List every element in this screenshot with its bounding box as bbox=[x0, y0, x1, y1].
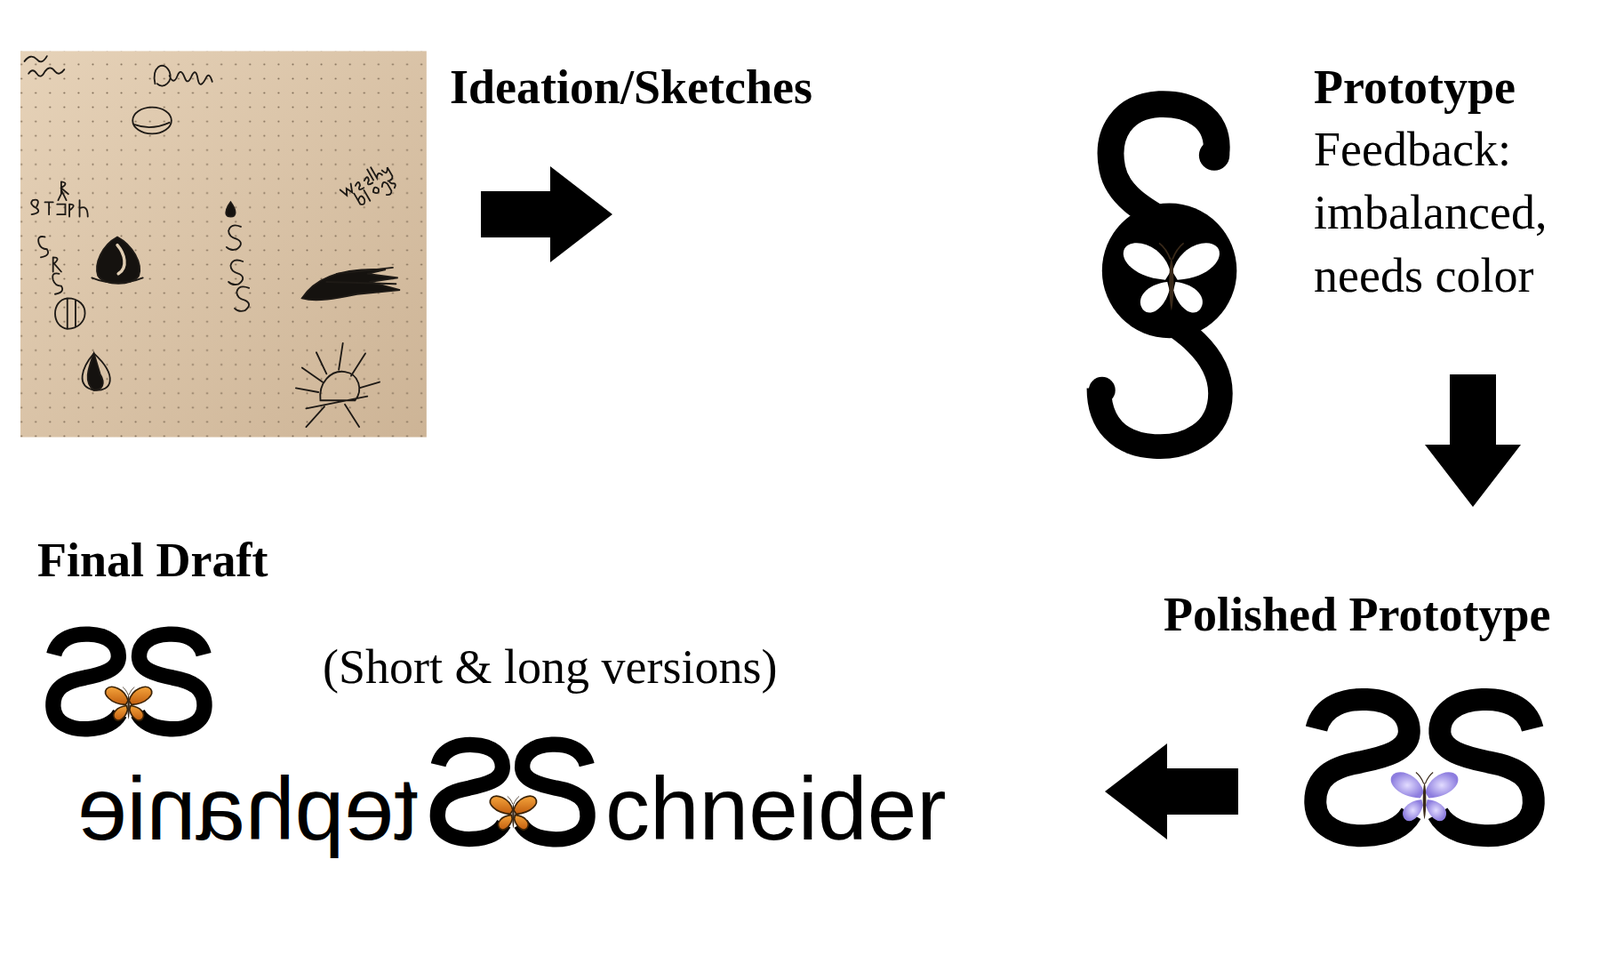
sketch-photo-part-part bbox=[91, 277, 143, 283]
long-ss-logo-mark-part bbox=[489, 795, 536, 830]
sketch-photo-part-part bbox=[296, 343, 380, 427]
polished-ss-logo-part bbox=[1315, 698, 1412, 835]
long-ss-logo-mark-part bbox=[520, 744, 588, 840]
sketch-photo-part-part bbox=[132, 107, 172, 135]
sketch-photo-part-part-part bbox=[337, 160, 400, 215]
long-ss-logo-mark-part bbox=[437, 744, 504, 839]
sketch-photo-part-part bbox=[302, 269, 400, 300]
sketch-photo-part-part bbox=[225, 201, 235, 216]
sketch-photo-part-part bbox=[31, 181, 88, 216]
stage-node: Final Draft (Short & long versions) bbox=[37, 531, 782, 699]
sketch-photo-part-part bbox=[88, 352, 104, 390]
stage-heading: Final Draft bbox=[37, 531, 268, 589]
sketch-photo-part bbox=[20, 50, 427, 437]
sketch-photo bbox=[20, 50, 427, 437]
sketch-photo-part-part bbox=[226, 224, 249, 311]
sketch-photo-part-part bbox=[55, 297, 86, 328]
polished-ss-logo-part bbox=[1391, 771, 1459, 821]
sketch-photo-part-part bbox=[24, 56, 65, 76]
polished-ss-logo-part bbox=[1438, 698, 1535, 835]
sketch-photo-part-part bbox=[82, 352, 111, 391]
short-ss-logo-part bbox=[53, 633, 120, 729]
stage-heading: Polished Prototype bbox=[1163, 585, 1551, 643]
stage-heading: Ideation/Sketches bbox=[449, 58, 813, 116]
logo-word: chneider bbox=[605, 763, 947, 853]
version-note: (Short & long versions) bbox=[322, 638, 777, 696]
section-sign-logo bbox=[1088, 104, 1237, 447]
stage-heading: Prototype bbox=[1313, 58, 1572, 116]
short-ss-logo bbox=[53, 633, 205, 729]
section-sign-logo-part bbox=[1199, 139, 1230, 170]
block-arrow bbox=[480, 166, 613, 263]
sketch-photo-part bbox=[20, 50, 427, 437]
stage-node: Polished Prototype bbox=[1163, 585, 1551, 643]
sketch-photo-part bbox=[24, 56, 400, 427]
long-ss-logo-mark bbox=[437, 744, 588, 840]
section-sign-logo-part bbox=[1123, 242, 1220, 312]
sketch-photo-part-part bbox=[117, 245, 125, 274]
block-arrow bbox=[1424, 374, 1521, 507]
logo-word-mirrored: tephanie bbox=[77, 763, 419, 853]
sketch-photo-part-part bbox=[38, 236, 63, 295]
section-sign-logo-part bbox=[1088, 376, 1116, 404]
short-ss-logo-part bbox=[137, 633, 205, 729]
block-arrow bbox=[1104, 743, 1239, 840]
short-ss-logo-part bbox=[105, 686, 152, 720]
stage-node: PrototypeFeedback: imbalanced, needs col… bbox=[1313, 58, 1572, 308]
sketch-photo-part-part bbox=[337, 160, 400, 215]
stage-node: Ideation/Sketches bbox=[449, 58, 813, 116]
sketch-photo-part-part bbox=[135, 122, 170, 128]
sketch-photo-part-part bbox=[326, 267, 396, 284]
polished-ss-logo bbox=[1315, 698, 1535, 835]
feedback-note: Feedback: imbalanced, needs color bbox=[1313, 118, 1572, 308]
sketch-photo-part-part bbox=[154, 65, 213, 87]
sketch-photo-part-part bbox=[96, 236, 140, 283]
section-sign-logo-part bbox=[1102, 203, 1238, 339]
